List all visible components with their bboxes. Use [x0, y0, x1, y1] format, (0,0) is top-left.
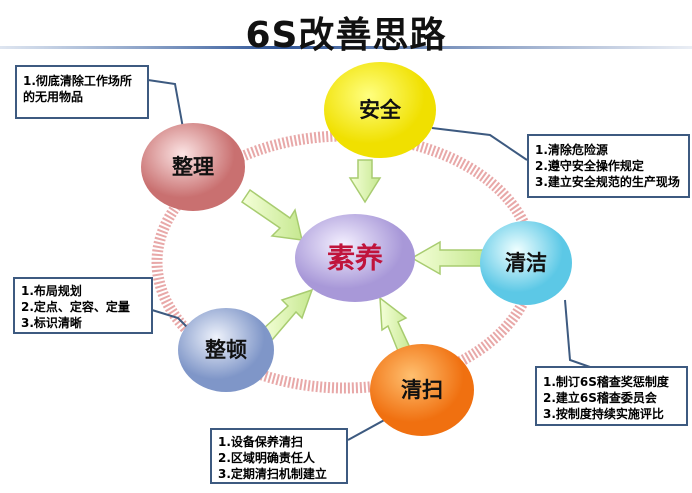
note-seiketsu: 1.制订6S稽查奖惩制度 2.建立6S稽查委员会 3.按制度持续实施评比: [535, 366, 688, 426]
note-line: 1.彻底清除工作场所的无用物品: [23, 74, 132, 104]
note-line: 2.遵守安全操作规定: [535, 159, 644, 173]
note-seiso: 1.设备保养清扫 2.区域明确责任人 3.定期清扫机制建立: [210, 428, 348, 484]
note-seiri: 1.彻底清除工作场所的无用物品: [15, 65, 149, 119]
svg-text:整顿: 整顿: [205, 338, 247, 362]
page-title: 6S改善思路: [245, 15, 447, 56]
note-seiton: 1.布局规划 2.定点、定容、定量 3.标识清晰: [13, 277, 153, 334]
title-underline: [0, 46, 692, 49]
arrow-seiton: [260, 288, 314, 342]
note-line: 3.标识清晰: [21, 316, 82, 330]
svg-text:清洁: 清洁: [505, 251, 547, 275]
node-seiton: 整顿: [178, 308, 274, 392]
note-line: 2.定点、定容、定量: [21, 300, 130, 314]
note-line: 1.设备保养清扫: [218, 435, 303, 449]
node-seiso: 清扫: [370, 344, 474, 436]
note-line: 2.建立6S稽查委员会: [543, 391, 657, 405]
note-line: 2.区域明确责任人: [218, 451, 315, 465]
svg-text:素养: 素养: [327, 242, 383, 275]
node-seiketsu: 清洁: [480, 221, 572, 305]
arrow-seiri: [240, 188, 303, 241]
connector-lines: [147, 79, 591, 441]
node-safety: 安全: [324, 62, 436, 158]
note-line: 3.建立安全规范的生产现场: [535, 175, 680, 189]
arrows: [240, 159, 486, 357]
arrow-safety: [348, 159, 382, 204]
node-seiri: 整理: [141, 123, 245, 211]
note-line: 1.制订6S稽查奖惩制度: [543, 375, 669, 389]
note-line: 1.布局规划: [21, 284, 82, 298]
arrow-seiketsu: [410, 240, 486, 276]
node-center: 素养: [295, 214, 415, 302]
note-line: 3.按制度持续实施评比: [543, 407, 664, 421]
note-line: 3.定期清扫机制建立: [218, 467, 327, 481]
svg-text:安全: 安全: [359, 98, 402, 122]
svg-text:整理: 整理: [172, 155, 214, 179]
note-line: 1.清除危险源: [535, 143, 608, 157]
note-safety: 1.清除危险源 2.遵守安全操作规定 3.建立安全规范的生产现场: [527, 134, 690, 198]
svg-text:清扫: 清扫: [401, 378, 443, 402]
